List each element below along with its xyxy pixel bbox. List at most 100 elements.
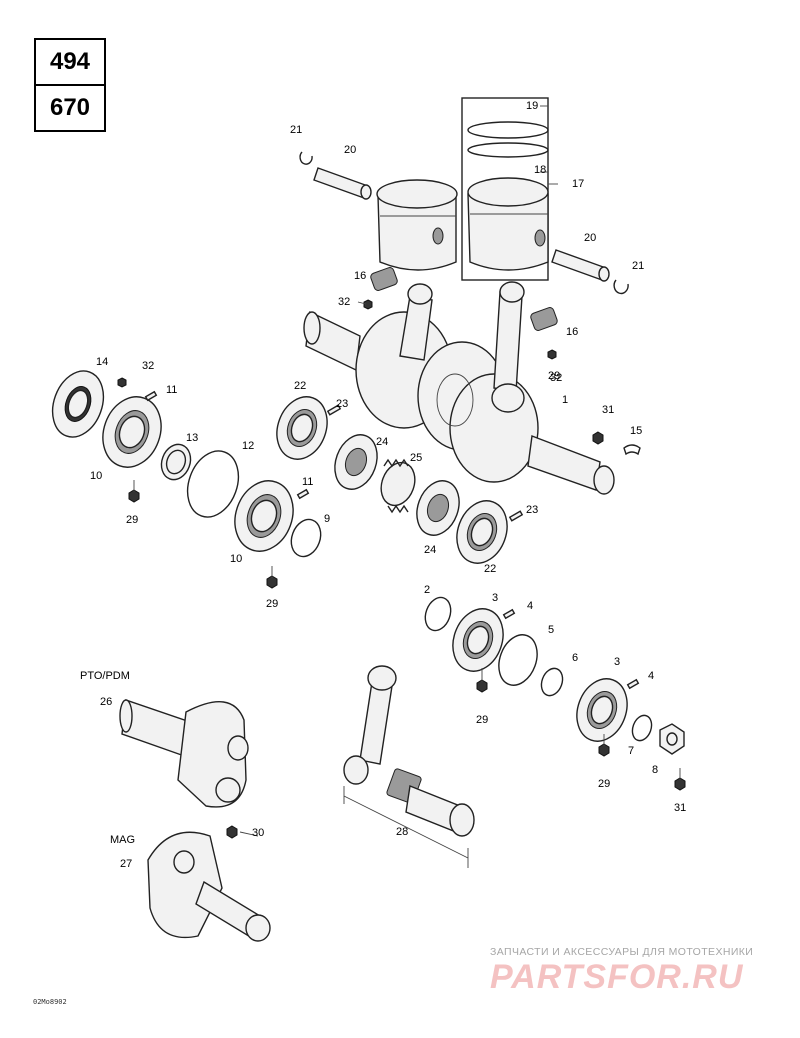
callout-3-upper: 3 [492,592,499,604]
seal-24-lower [416,480,460,536]
callout-31-lower: 31 [674,802,687,814]
dowel-pin-4-upper [502,608,516,620]
callout-5: 5 [548,624,555,636]
piston-left [376,179,458,271]
callout-19: 19 [526,100,539,112]
callout-29-e: 29 [548,370,561,382]
callout-9: 9 [324,513,331,525]
dowel-pin-4-lower [626,678,640,690]
ball-bearing-10-lower [234,480,294,552]
piston-kit-box [461,97,549,281]
piston-pin-20-right [551,249,610,282]
needle-bearing-16-left [370,267,398,291]
callout-22-upper: 22 [294,380,307,392]
ball-bearing-22-upper [276,396,328,460]
callout-14: 14 [96,356,109,368]
ring-9 [290,518,322,558]
o-ring-5 [498,634,538,686]
callout-20-right: 20 [584,232,597,244]
callout-29-b: 29 [266,598,279,610]
crankshaft-assembly-1 [303,281,615,495]
callout-10-lower: 10 [230,553,243,565]
callout-28: 28 [396,826,409,838]
callout-7: 7 [628,745,635,757]
ball-bearing-3-upper [452,608,504,672]
washer-7 [631,714,653,742]
connecting-rod-assembly-28 [343,665,475,868]
drawing-reference: 02Mo8902 [33,998,67,1006]
callout-6: 6 [572,652,579,664]
ball-bearing-22-lower [456,500,508,564]
crankshaft-pto-26 [119,699,249,808]
dowel-pin-11-upper [144,390,158,402]
leader-lines [133,105,681,837]
callout-29-d: 29 [598,778,611,790]
callout-4-lower: 4 [648,670,655,682]
callout-16-right: 16 [566,326,579,338]
callout-1: 1 [562,394,569,406]
woodruff-key-15 [623,444,641,456]
callout-27: 27 [120,858,133,870]
ball-bearing-10-upper [102,396,162,468]
piston-17 [467,177,549,271]
callout-20-left: 20 [344,144,357,156]
callout-25: 25 [410,452,423,464]
dowel-pin-11-lower [296,488,310,500]
markers [117,299,686,839]
callout-11-lower: 11 [302,476,314,488]
callout-30: 30 [252,827,265,839]
callout-24-upper: 24 [376,436,389,448]
watermark-logo: PARTSFOR.RU [490,958,744,996]
callout-21-left: 21 [290,124,303,136]
callout-29-a: 29 [126,514,139,526]
circlip-21-left [299,151,313,165]
nut-8 [659,723,685,755]
callout-22-lower: 22 [484,563,497,575]
piston-ring-19 [467,121,549,139]
model-670: 670 [36,84,104,130]
callout-18: 18 [534,164,547,176]
callout-21-right: 21 [632,260,645,272]
callout-8: 8 [652,764,659,776]
callout-12: 12 [242,440,255,452]
gear-25 [380,458,416,514]
callout-3-lower: 3 [614,656,621,668]
callout-11-upper: 11 [166,384,178,396]
callout-31-upper: 31 [602,404,615,416]
model-494: 494 [49,48,91,75]
callout-32-center: 32 [338,296,351,308]
crankshaft-mag-27 [147,831,271,942]
callout-26: 26 [100,696,113,708]
dowel-pin-23-upper [326,404,342,416]
piston-ring-18 [467,142,549,158]
callout-23-upper: 23 [336,398,349,410]
o-ring-12 [186,450,240,518]
callout-17: 17 [572,178,585,190]
needle-bearing-16-right [530,307,558,331]
callout-15: 15 [630,425,643,437]
dowel-pin-23-lower [508,510,524,522]
watermark-tagline: ЗАПЧАСТИ И АКСЕССУАРЫ ДЛЯ МОТОТЕХНИКИ [490,946,754,958]
section-label-mag: MAG [110,834,136,846]
distance-ring-13 [160,443,192,481]
circlip-21-right [613,279,629,295]
callout-23-lower: 23 [526,504,539,516]
ring-6 [540,667,564,697]
callout-13: 13 [186,432,199,444]
callout-2: 2 [424,584,431,596]
callout-32-right: 32 [550,372,563,384]
seal-24-upper [334,434,378,490]
oil-seal-14 [51,370,105,438]
callout-4-upper: 4 [527,600,534,612]
section-label-pto: PTO/PDM [80,670,130,682]
callout-24-lower: 24 [424,544,437,556]
piston-pin-20-left [313,167,372,200]
ball-bearing-3-lower [576,678,628,742]
callout-32-left: 32 [142,360,155,372]
ring-2 [424,596,452,632]
model-number-box: 494 670 [34,38,106,132]
callout-29-c: 29 [476,714,489,726]
callout-16-left: 16 [354,270,367,282]
callout-10-upper: 10 [90,470,103,482]
